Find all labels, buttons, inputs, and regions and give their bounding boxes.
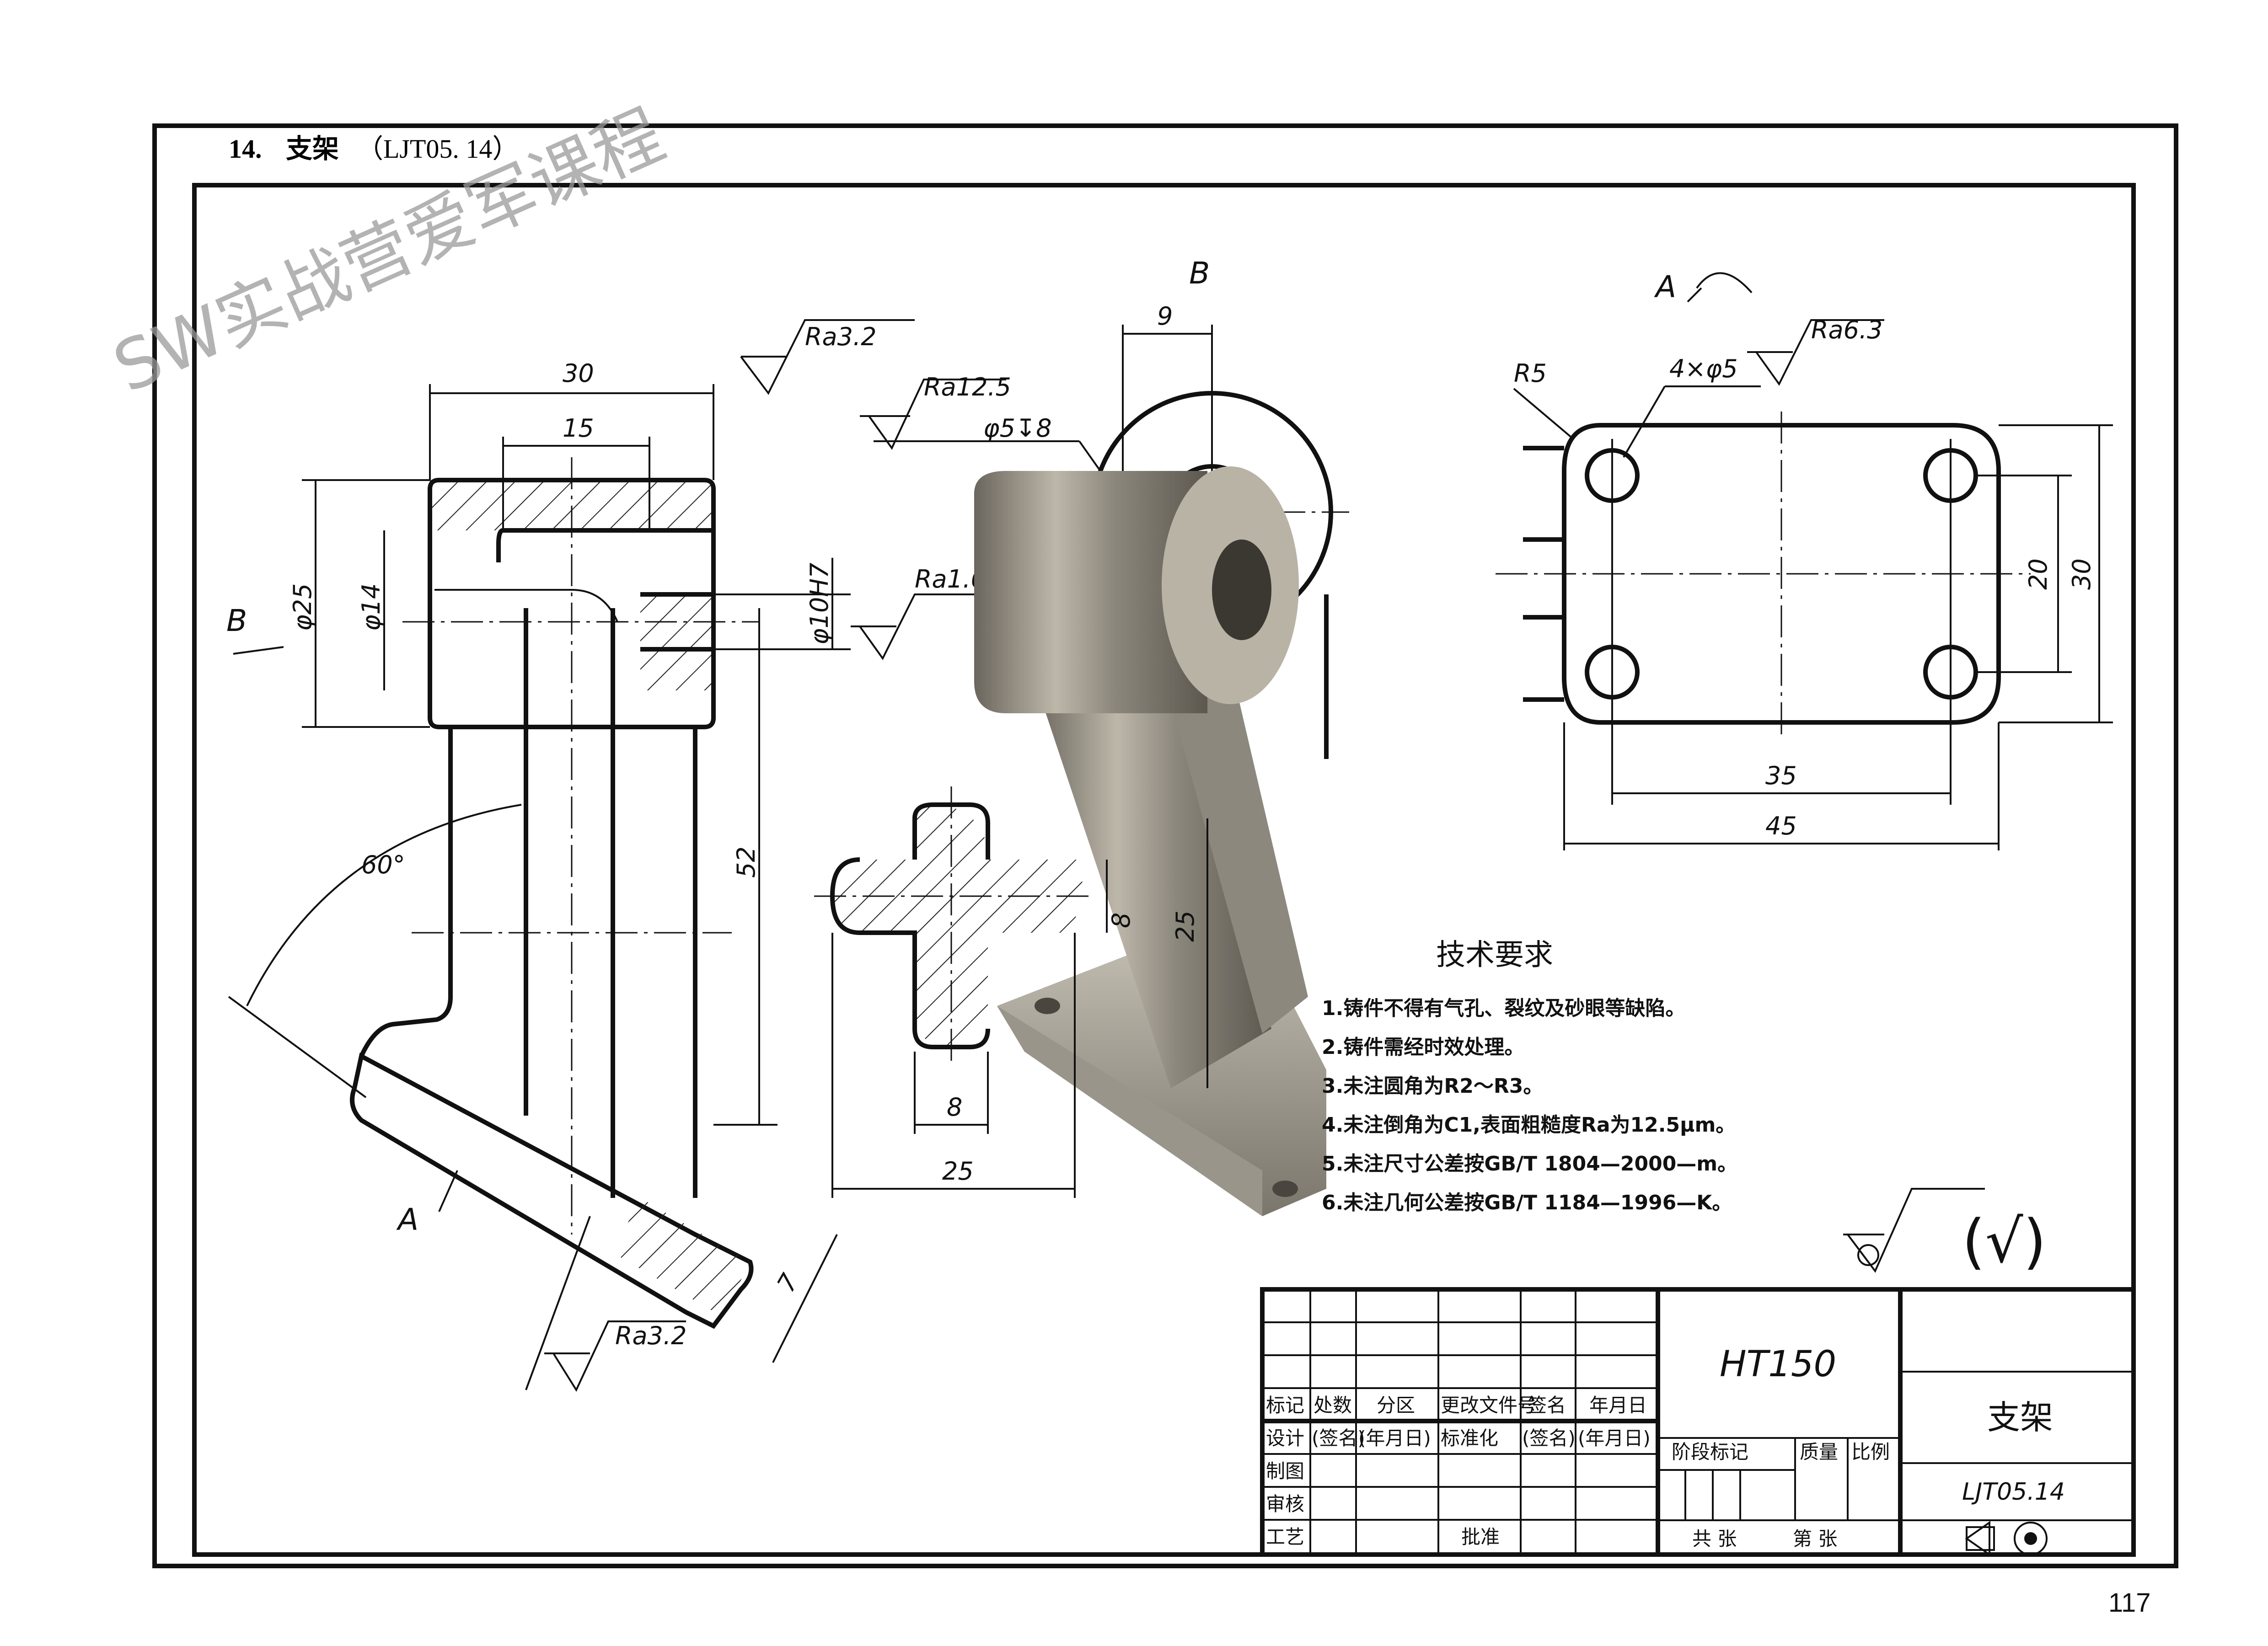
title-block: HT150 支架 LJT05.14 标记 处数 分区 更改文件号 签名 年月日 … xyxy=(1260,1287,2136,1557)
ra-bottom: Ra3.2 xyxy=(615,1321,687,1350)
dim-7: 7 xyxy=(772,1269,804,1297)
ra-top: Ra3.2 xyxy=(805,322,877,351)
view-a-title: A xyxy=(1654,269,1676,305)
dim-dia14: φ14 xyxy=(357,583,386,631)
tb-cell: (签名) xyxy=(1522,1427,1576,1449)
tb-cell: 年月日 xyxy=(1589,1394,1647,1416)
general-roughness: (√) xyxy=(1843,1188,2046,1276)
dim-angle: 60° xyxy=(361,850,405,879)
page-number: 117 xyxy=(2108,1588,2150,1618)
view-marker-b: B xyxy=(226,603,247,638)
tech-item: 3.未注圆角为R2～R3。 xyxy=(1322,1074,1543,1098)
tb-cell: (年月日) xyxy=(1358,1427,1431,1449)
header-number: 14. xyxy=(229,134,262,164)
dim-25h: 25 xyxy=(942,1157,974,1186)
dim-r5: R5 xyxy=(1514,359,1547,388)
tech-item: 2.铸件需经时效处理。 xyxy=(1322,1036,1524,1059)
tb-cell: (签名) xyxy=(1312,1427,1365,1449)
outer-frame xyxy=(152,123,2178,1568)
tb-cell: 审核 xyxy=(1266,1493,1304,1515)
inner-frame xyxy=(192,183,2136,1557)
tech-item: 6.未注几何公差按GB/T 1184—1996—K。 xyxy=(1322,1191,1732,1214)
tb-cell: 制图 xyxy=(1266,1460,1304,1482)
part-3d-render xyxy=(974,466,1326,1216)
ra-b-view: Ra12.5 xyxy=(924,373,1011,401)
material: HT150 xyxy=(1720,1344,1836,1385)
tech-title: 技术要求 xyxy=(1436,938,1553,972)
dim-30-right: 30 xyxy=(2067,558,2096,590)
dim-8: 8 xyxy=(1107,913,1136,928)
front-view: 30 15 φ25 φ14 φ10H7 52 60° 7 Ra3.2 xyxy=(226,319,988,1392)
dim-45: 45 xyxy=(1765,812,1797,840)
tb-cell: 设计 xyxy=(1266,1427,1304,1449)
tb-cell: 更改文件号 xyxy=(1441,1394,1537,1416)
ra-a-view: Ra6.3 xyxy=(1811,315,1883,344)
dim-8b: 8 xyxy=(947,1093,962,1122)
dim-bore: φ10H7 xyxy=(805,563,834,645)
tb-cell: (年月日) xyxy=(1578,1427,1651,1449)
tb-cell: 标记 xyxy=(1266,1394,1304,1416)
dim-9: 9 xyxy=(1157,302,1173,331)
tb-cell: 共 张 xyxy=(1692,1528,1737,1550)
tb-cell: 签名 xyxy=(1528,1394,1566,1416)
tb-cell: 第 张 xyxy=(1793,1528,1837,1550)
right-view: A Ra6.3 R5 4×φ5 35 45 20 xyxy=(1496,269,2113,850)
tech-item: 5.未注尺寸公差按GB/T 1804—2000—m。 xyxy=(1322,1152,1737,1176)
tb-cell: 批准 xyxy=(1461,1526,1500,1548)
tb-cell: 分区 xyxy=(1377,1394,1415,1416)
tb-cell: 处数 xyxy=(1314,1394,1352,1416)
hole-count: 4×φ5 xyxy=(1669,354,1738,383)
dim-dia25: φ25 xyxy=(288,583,317,631)
tb-cell: 质量 xyxy=(1800,1441,1838,1463)
view-b-title: B xyxy=(1189,256,1210,291)
view-marker-a: A xyxy=(396,1202,418,1237)
dim-30: 30 xyxy=(563,359,594,388)
dim-25v: 25 xyxy=(1171,910,1200,942)
drawing-number: LJT05.14 xyxy=(1962,1478,2065,1506)
dim-15: 15 xyxy=(563,414,594,443)
general-roughness-symbol: (√) xyxy=(1962,1207,2046,1276)
dim-35: 35 xyxy=(1765,761,1797,790)
tech-requirements: 技术要求 1.铸件不得有气孔、裂纹及砂眼等缺陷。 2.铸件需经时效处理。 3.未… xyxy=(1322,938,1737,1214)
tb-cell: 比例 xyxy=(1851,1441,1890,1463)
tb-cell: 工艺 xyxy=(1266,1526,1304,1548)
middle-view: B 9 Ra12.5 φ5↧8 xyxy=(814,256,1349,1216)
dim-20: 20 xyxy=(2024,558,2053,590)
part-name: 支架 xyxy=(1987,1398,2053,1437)
tech-item: 1.铸件不得有气孔、裂纹及砂眼等缺陷。 xyxy=(1322,997,1685,1020)
dim-52: 52 xyxy=(732,846,761,878)
projection-symbol xyxy=(1965,1521,2048,1556)
tech-item: 4.未注倒角为C1,表面粗糙度Ra为12.5μm。 xyxy=(1322,1113,1736,1137)
hole-note: φ5↧8 xyxy=(983,414,1052,443)
tb-cell: 标准化 xyxy=(1441,1427,1498,1449)
header-title: 支架 xyxy=(286,133,339,164)
header-code: （LJT05. 14） xyxy=(357,134,519,164)
tb-cell: 阶段标记 xyxy=(1672,1441,1748,1463)
